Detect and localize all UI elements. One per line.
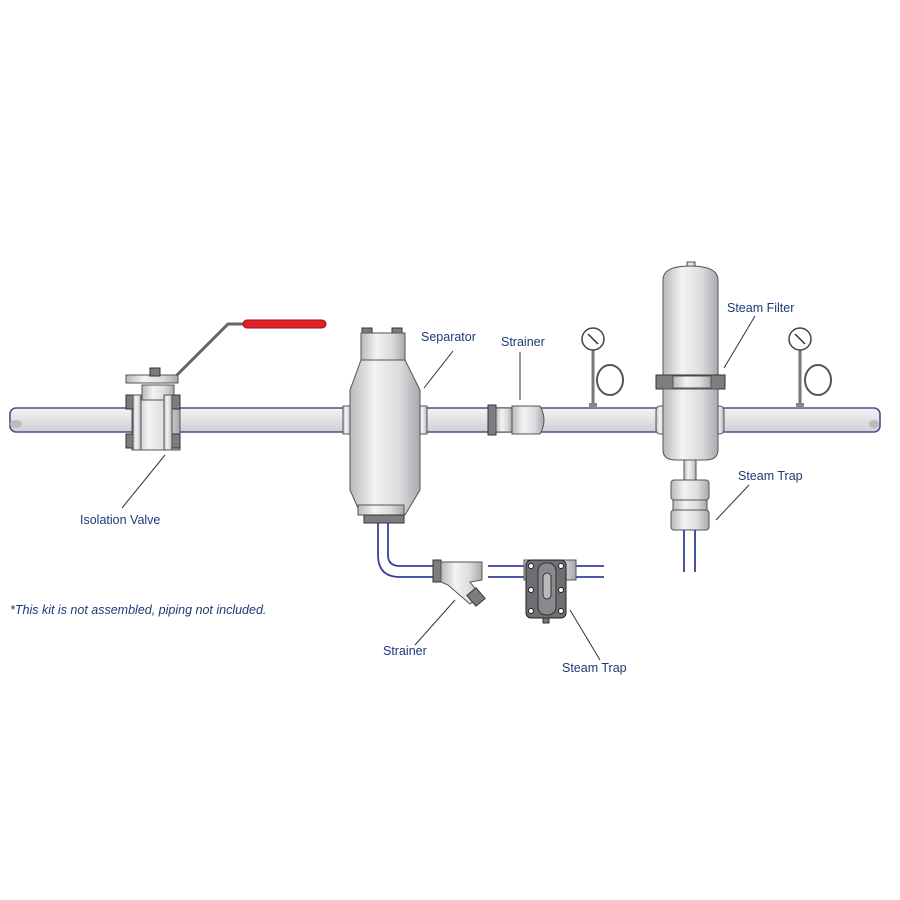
separator [342, 327, 428, 524]
steam-filter [655, 261, 726, 572]
inline-strainer [487, 404, 545, 436]
label-steam-filter: Steam Filter [727, 301, 794, 315]
label-separator: Separator [421, 330, 476, 344]
drain-steam-trap [523, 559, 577, 624]
label-steam-trap-drain: Steam Trap [562, 661, 627, 675]
pressure-gauge-right [788, 327, 832, 408]
y-strainer [432, 559, 486, 607]
label-steam-trap-filter: Steam Trap [738, 469, 803, 483]
pressure-gauge-left [581, 327, 624, 408]
assembly-note: *This kit is not assembled, piping not i… [10, 603, 266, 617]
isolation-valve [125, 319, 327, 451]
label-strainer-drain: Strainer [383, 644, 427, 658]
label-strainer-main: Strainer [501, 335, 545, 349]
leader-lines [121, 315, 756, 661]
separator-drain-pipe [377, 523, 604, 578]
label-isolation-valve: Isolation Valve [80, 513, 160, 527]
